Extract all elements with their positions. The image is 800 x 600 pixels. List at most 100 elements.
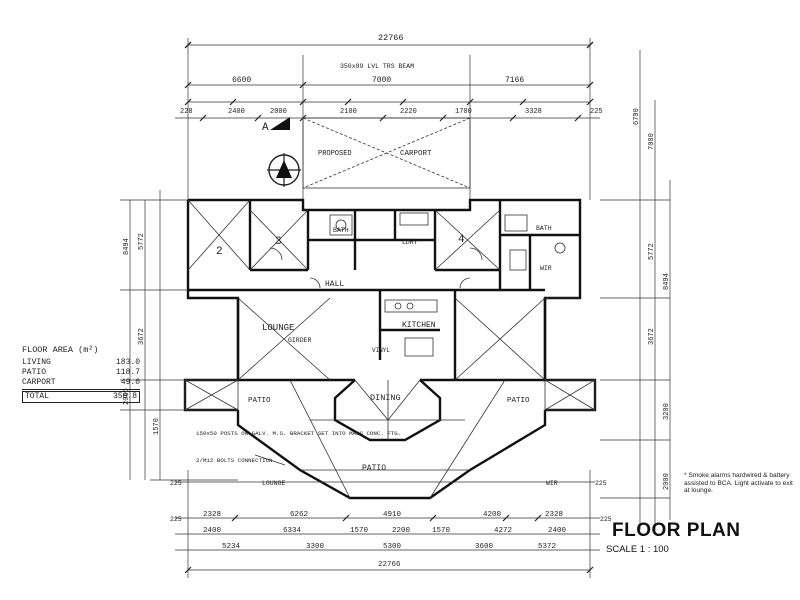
section-marker: A — [262, 117, 301, 187]
svg-text:1700: 1700 — [455, 108, 472, 116]
room-patio-left-label: PATIO — [248, 397, 271, 405]
svg-text:WIR: WIR — [546, 480, 558, 487]
bottom-overall-dimension: 22766 — [378, 561, 401, 569]
top-mid-dimension: 7000 — [372, 76, 391, 85]
bolt-note: 2/M12 BOLTS CONNECTION — [196, 457, 273, 464]
roof-hip-lines — [187, 199, 580, 381]
room-wir-label: WIR — [540, 265, 552, 272]
bracket-note: 150x50 POSTS ON GALV. M.S. BRACKET SET I… — [196, 430, 401, 437]
floor-area-row: LIVING 183.0 — [22, 358, 140, 368]
room-bed2-label: 2 — [216, 246, 223, 258]
svg-text:2400: 2400 — [228, 108, 245, 116]
top-dimension-lines: 2400 2000 2100 2220 1700 3328 228 225 — [175, 38, 603, 200]
left-vert-dim-2: 5772 — [138, 233, 146, 250]
floor-area-row-value: 118.7 — [115, 368, 140, 377]
bottom-row1-dim-3: 4910 — [383, 511, 402, 519]
bottom-row1-dim-2: 6262 — [290, 511, 308, 519]
left-vert-dim-1: 8494 — [123, 238, 131, 255]
proposed-label: PROPOSED — [318, 150, 352, 158]
right-vert-dim-5: 2000 — [663, 473, 671, 490]
floor-area-table: FLOOR AREA (m²) LIVING 183.0 PATIO 118.7… — [22, 345, 140, 403]
bottom-row1-dim-5: 2328 — [545, 511, 563, 519]
floor-area-row-value: 183.0 — [115, 358, 140, 367]
plan-scale: SCALE 1 : 100 — [606, 544, 669, 555]
svg-text:225: 225 — [590, 108, 603, 116]
svg-text:3328: 3328 — [525, 108, 542, 116]
title-block: FLOOR PLAN SCALE 1 : 100 — [606, 520, 792, 555]
svg-text:2100: 2100 — [340, 108, 357, 116]
floor-area-row-value: 49.0 — [120, 378, 140, 387]
carport: PROPOSED CARPORT — [302, 117, 471, 189]
svg-text:225: 225 — [170, 516, 182, 523]
girder-label: GIRDER — [288, 337, 312, 344]
svg-text:LOUNGE: LOUNGE — [262, 480, 286, 487]
floor-area-row: PATIO 118.7 — [22, 368, 140, 378]
svg-text:225: 225 — [170, 480, 182, 487]
left-vert-dim-3: 3672 — [138, 328, 146, 345]
room-patio-right-label: PATIO — [507, 397, 530, 405]
svg-text:6790: 6790 — [633, 108, 641, 125]
svg-text:2220: 2220 — [400, 108, 417, 116]
bottom-row3-dim-2: 3300 — [306, 543, 325, 551]
svg-text:2000: 2000 — [270, 108, 287, 116]
section-marker-label: A — [262, 122, 269, 134]
top-right-dimension: 7166 — [505, 76, 524, 85]
left-dimension-lines — [120, 190, 238, 481]
fixtures — [269, 212, 566, 357]
dining-bay — [333, 379, 442, 442]
patio-bay — [236, 379, 547, 500]
bottom-row2-dim-4: 2200 — [392, 527, 411, 535]
floor-area-total-row: TOTAL 350.8 — [22, 391, 140, 403]
room-bed4-label: 4 — [458, 234, 465, 246]
bottom-row2-dim-3: 1570 — [350, 527, 369, 535]
bottom-row3-dim-5: 5372 — [538, 543, 556, 551]
side-patios — [184, 379, 596, 411]
room-ldry-label: LDRY — [402, 239, 418, 246]
beam-note: 350x89 LVL TRS BEAM — [340, 63, 414, 70]
bottom-row1-dim-1: 2328 — [203, 511, 221, 519]
room-hall-label: HALL — [325, 280, 344, 289]
right-vert-dim-2: 5772 — [648, 243, 656, 260]
right-vert-dim-4: 3200 — [663, 403, 671, 420]
room-bed3-label: 3 — [275, 236, 282, 248]
vinyl-label: VINYL — [372, 347, 390, 354]
room-bath-right-label: BATH — [536, 225, 552, 232]
carport-label: CARPORT — [400, 150, 432, 158]
smoke-alarm-note: * Smoke alarms hardwired & battery assis… — [684, 472, 793, 495]
floor-area-total-value: 350.8 — [112, 392, 137, 401]
bottom-row2-dim-6: 4272 — [494, 527, 512, 535]
bottom-row2-dim-7: 2400 — [548, 527, 567, 535]
house-walls — [183, 198, 597, 412]
bottom-row2-dim-5: 1570 — [432, 527, 451, 535]
floor-area-row-label: LIVING — [22, 358, 51, 367]
bottom-row2-dim-1: 2400 — [203, 527, 222, 535]
floor-area-row-label: PATIO — [22, 368, 47, 377]
svg-text:228: 228 — [180, 108, 193, 116]
plan-title: FLOOR PLAN — [612, 520, 741, 541]
floor-area-row: CARPORT 49.0 — [22, 378, 140, 388]
bottom-dimension-lines — [175, 470, 600, 578]
right-vert-dim-1: 8494 — [663, 273, 671, 290]
right-vert-dim-3: 3672 — [648, 328, 656, 345]
top-overall-dimension: 22766 — [378, 33, 404, 43]
floor-area-row-label: CARPORT — [22, 378, 56, 387]
room-bath-left-label: BATH — [333, 227, 349, 234]
floor-area-total-label: TOTAL — [25, 392, 50, 401]
room-patio-bottom-label: PATIO — [362, 464, 386, 473]
bottom-row3-dim-3: 5300 — [383, 543, 402, 551]
room-kitchen-label: KITCHEN — [402, 321, 436, 330]
svg-text:225: 225 — [595, 480, 607, 487]
left-vert-dim-5: 1570 — [153, 418, 161, 435]
right-dimension-lines — [600, 50, 671, 530]
floor-area-divider — [22, 389, 140, 390]
room-lounge-label: LOUNGE — [262, 323, 294, 333]
bottom-row3-dim-1: 5234 — [222, 543, 241, 551]
floor-area-heading: FLOOR AREA (m²) — [22, 345, 99, 355]
left-vert-dim-4: 2065 — [123, 388, 131, 405]
top-left-dimension: 6600 — [232, 76, 251, 85]
bottom-row1-dim-4: 4200 — [483, 511, 502, 519]
bottom-row3-dim-4: 3600 — [475, 543, 494, 551]
room-dining-label: DINING — [370, 393, 401, 403]
bottom-row2-dim-2: 6334 — [283, 527, 302, 535]
